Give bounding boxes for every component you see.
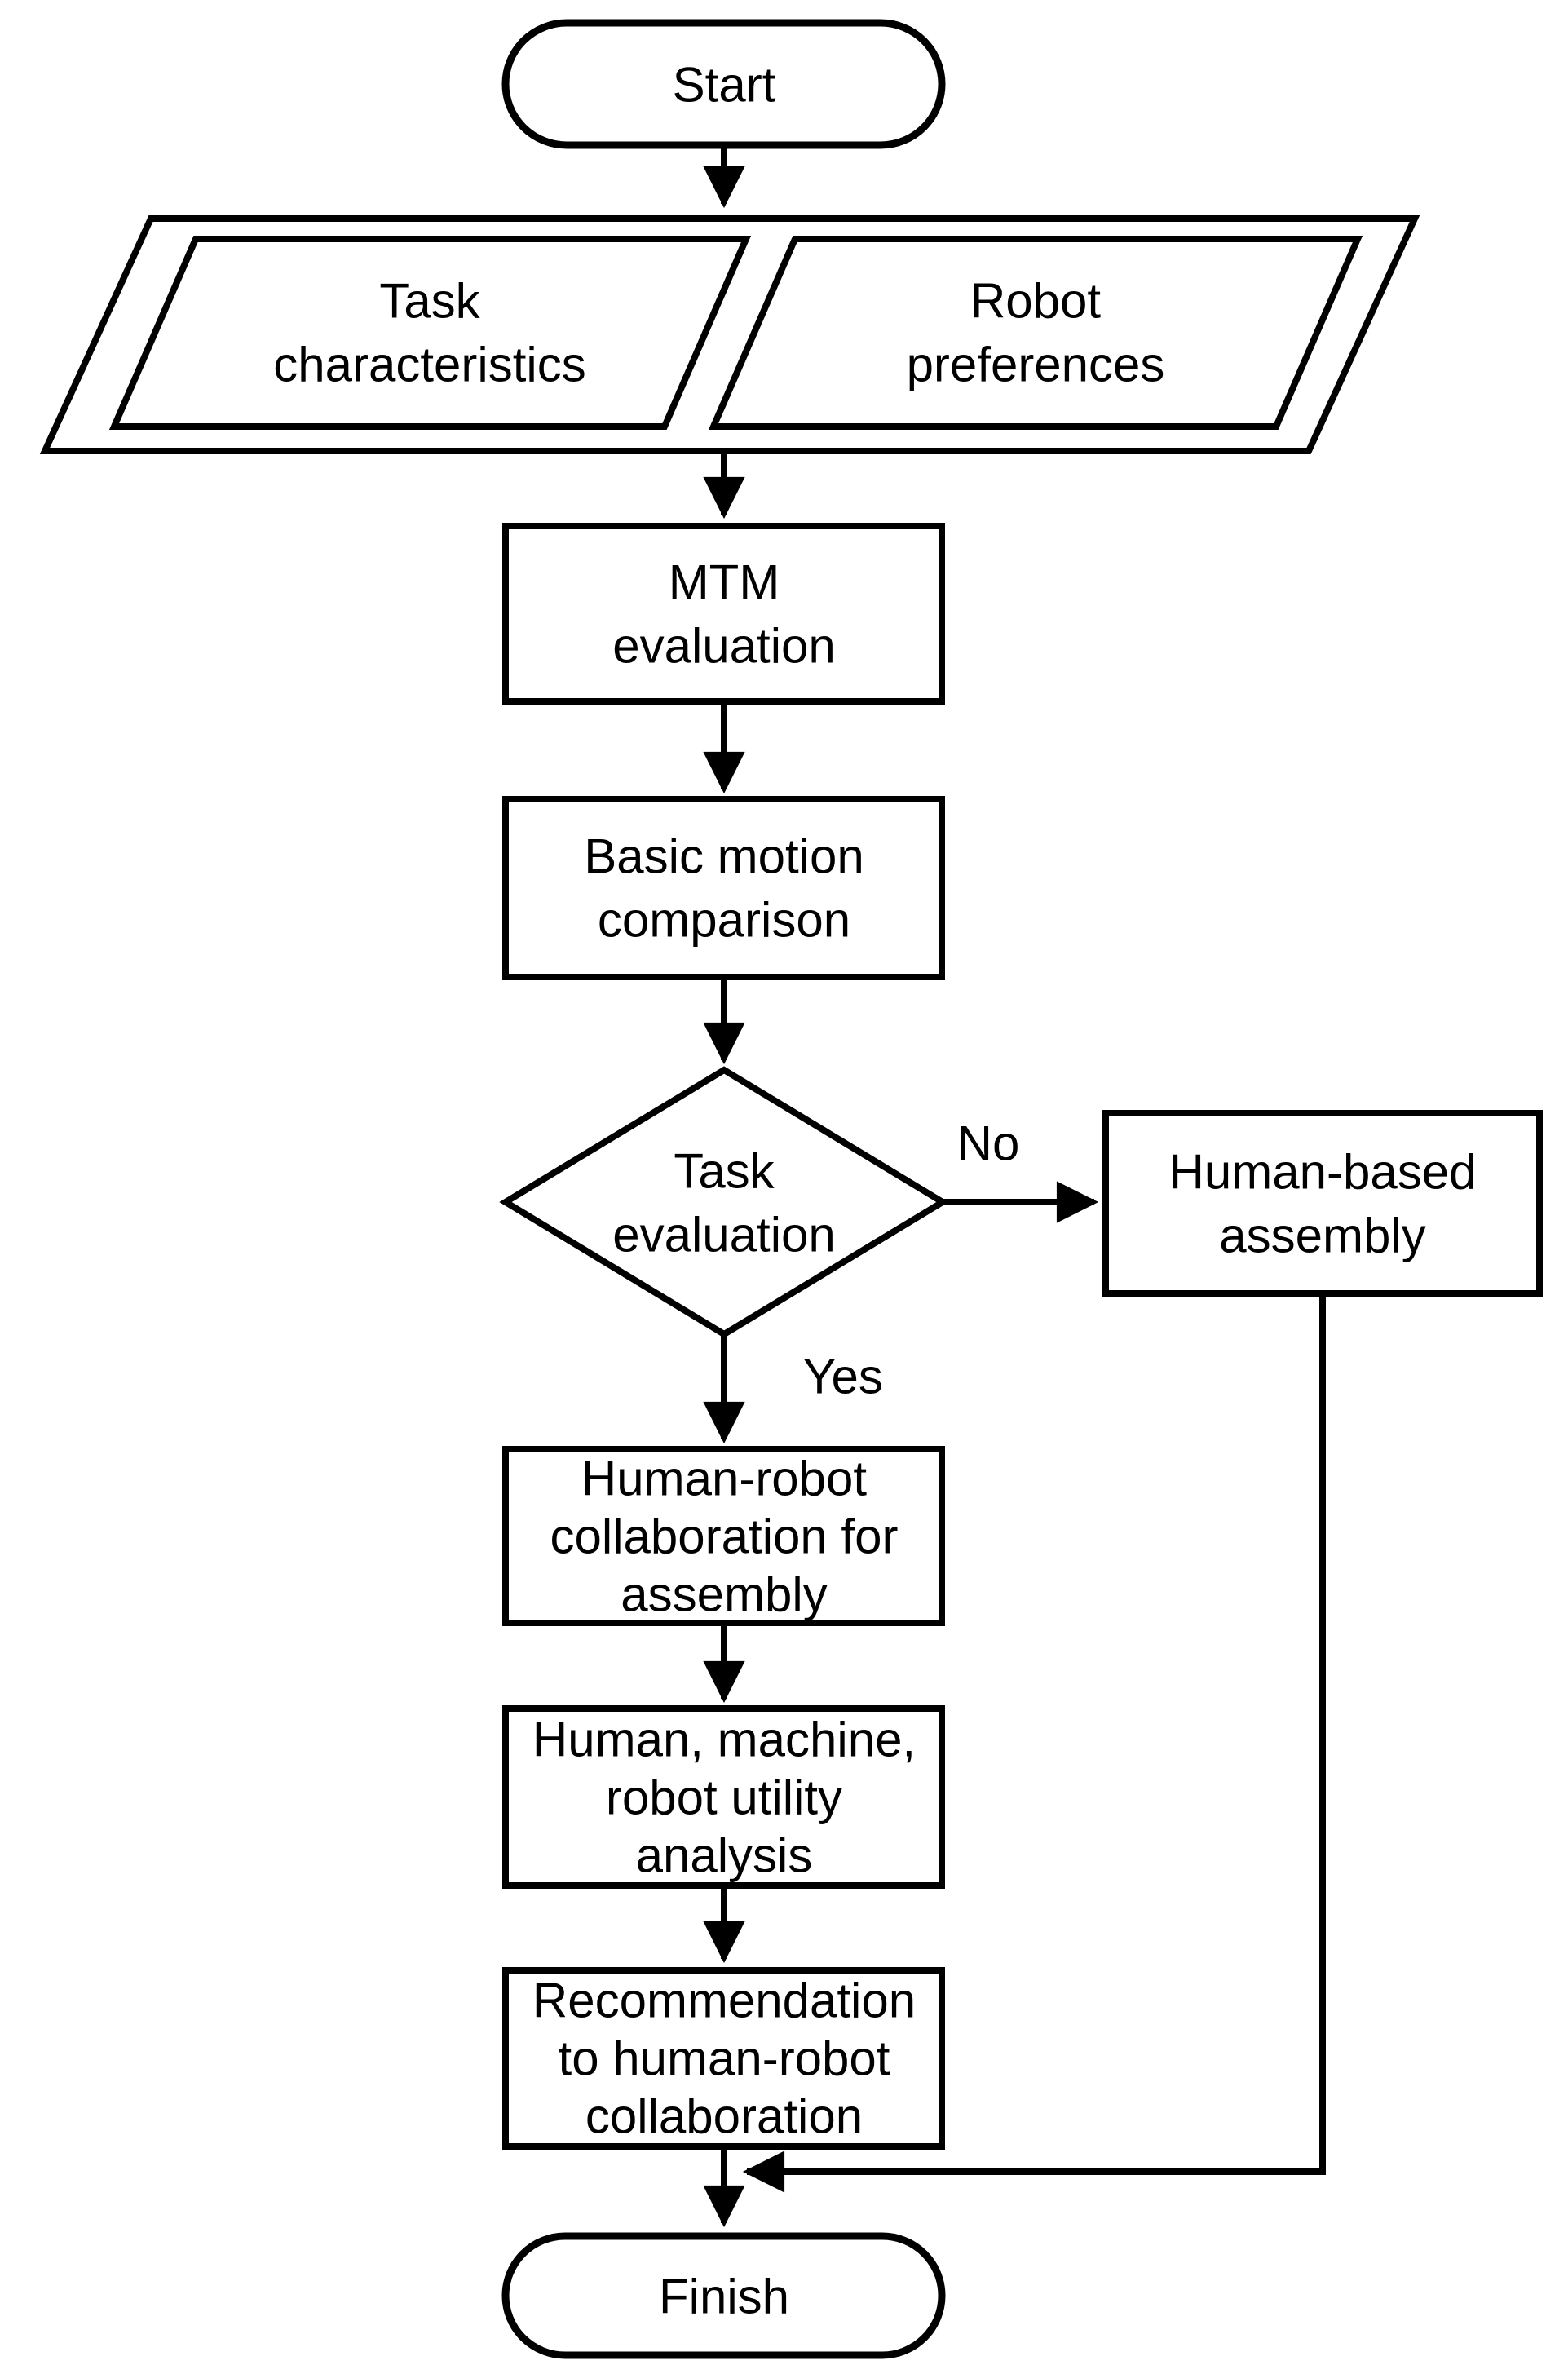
node-human-robot-collaboration-label-line3: assembly xyxy=(621,1567,827,1622)
node-task-evaluation-label-line2: evaluation xyxy=(612,1208,836,1262)
node-finish-label: Finish xyxy=(659,2270,789,2324)
node-task-characteristics-label-line2: characteristics xyxy=(273,338,585,392)
node-human-robot-collaboration-shape xyxy=(502,1446,945,1626)
node-human-based-assembly-shape xyxy=(1102,1110,1543,1297)
node-mtm-evaluation-label-line1: MTM xyxy=(669,555,780,610)
node-mtm-evaluation-shape xyxy=(502,523,945,705)
node-human-based-assembly-label-line1: Human-based xyxy=(1169,1145,1477,1200)
node-mtm-evaluation-label-line2: evaluation xyxy=(612,619,836,674)
node-utility-analysis-label-line3: analysis xyxy=(636,1828,813,1883)
node-human-based-assembly-label-line2: assembly xyxy=(1219,1209,1425,1263)
node-utility-analysis-label-line2: robot utility xyxy=(606,1770,842,1825)
node-task-characteristics-shape xyxy=(108,236,752,430)
node-finish-shape xyxy=(501,2232,946,2359)
node-utility-analysis-shape xyxy=(502,1705,945,1889)
node-start-shape xyxy=(501,19,946,149)
node-human-robot-collaboration-label-line2: collaboration for xyxy=(550,1510,899,1564)
node-task-characteristics-label-line1: Task xyxy=(379,274,480,329)
edge-label-no: No xyxy=(957,1116,1020,1171)
node-robot-preferences-label-line1: Robot xyxy=(970,274,1101,329)
node-basic-motion-comparison-label-line2: comparison xyxy=(598,893,850,948)
node-recommendation-shape xyxy=(502,1967,945,2150)
node-start-label: Start xyxy=(673,58,776,113)
node-utility-analysis-label-line1: Human, machine, xyxy=(532,1713,916,1767)
node-basic-motion-comparison-shape xyxy=(502,796,945,980)
node-human-robot-collaboration-label-line1: Human-robot xyxy=(581,1452,867,1506)
edge-label-yes: Yes xyxy=(803,1350,883,1404)
node-recommendation-label-line3: collaboration xyxy=(585,2089,863,2144)
node-recommendation-label-line1: Recommendation xyxy=(532,1974,916,2028)
node-task-evaluation-shape xyxy=(499,1066,949,1338)
node-recommendation-label-line2: to human-robot xyxy=(559,2031,890,2086)
node-basic-motion-comparison-label-line1: Basic motion xyxy=(584,829,864,884)
edge-human-based-to-merge-arrow xyxy=(742,1293,1326,2193)
node-robot-preferences-label-line2: preferences xyxy=(907,338,1165,392)
node-task-evaluation-label-line1: Task xyxy=(674,1144,775,1199)
node-robot-preferences-shape xyxy=(708,236,1363,430)
